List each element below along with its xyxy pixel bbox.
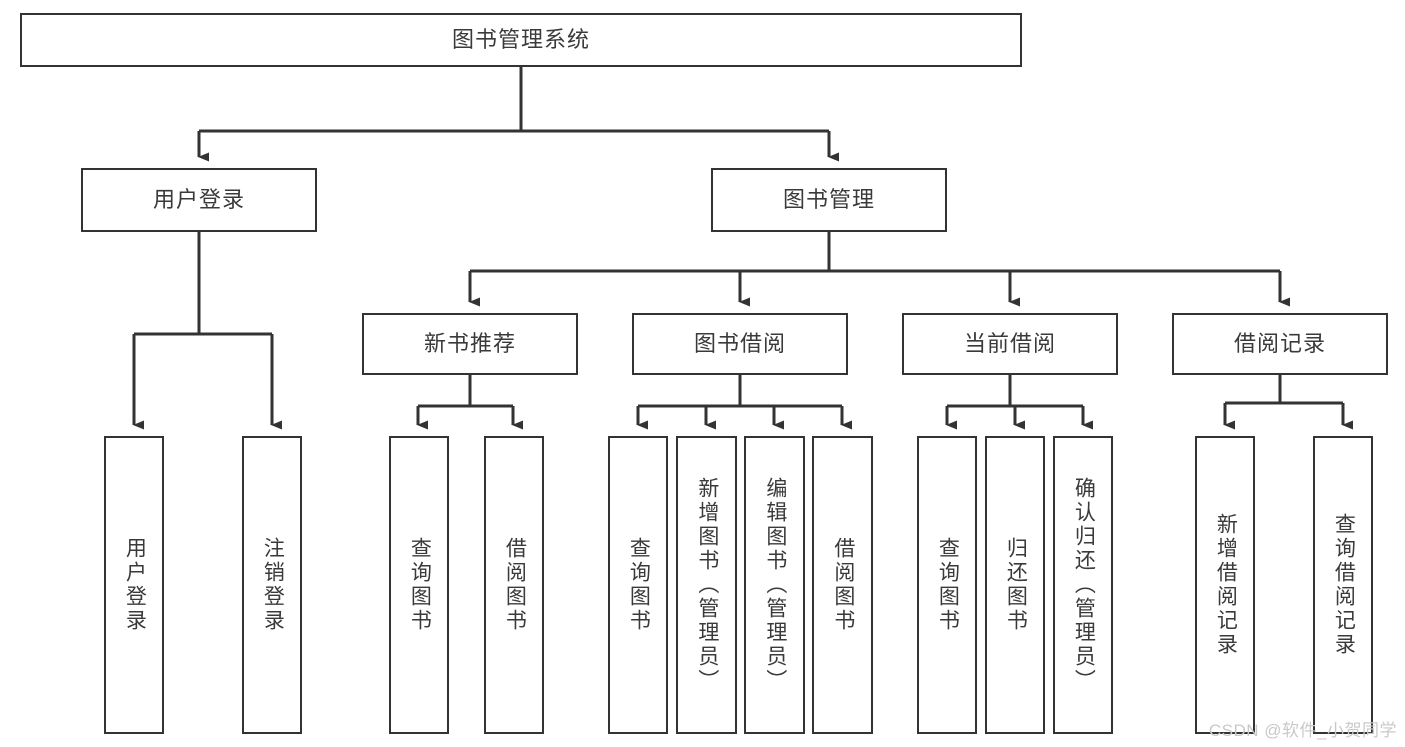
node-leaf-query-book-3-label: 查询图书 <box>936 537 960 633</box>
node-leaf-add-book-label: 新增图书（管理员） <box>695 477 719 693</box>
node-leaf-borrow-book-1-label: 借阅图书 <box>503 537 527 633</box>
node-leaf-user-login-label: 用户登录 <box>123 537 147 633</box>
node-new-book-recommend-label: 新书推荐 <box>423 331 516 357</box>
node-leaf-user-logout[interactable]: 注销登录 <box>242 436 302 734</box>
node-leaf-query-record-label: 查询借阅记录 <box>1332 513 1356 657</box>
node-user-login-label: 用户登录 <box>152 187 245 213</box>
node-leaf-query-record[interactable]: 查询借阅记录 <box>1313 436 1373 734</box>
node-leaf-add-record[interactable]: 新增借阅记录 <box>1195 436 1255 734</box>
node-leaf-query-book-2[interactable]: 查询图书 <box>608 436 668 734</box>
node-leaf-borrow-book-1[interactable]: 借阅图书 <box>484 436 544 734</box>
node-current-borrow[interactable]: 当前借阅 <box>902 313 1118 375</box>
node-borrow-record[interactable]: 借阅记录 <box>1172 313 1388 375</box>
node-leaf-add-record-label: 新增借阅记录 <box>1214 513 1238 657</box>
node-current-borrow-label: 当前借阅 <box>963 331 1056 357</box>
node-leaf-borrow-book-2[interactable]: 借阅图书 <box>812 436 873 734</box>
node-leaf-borrow-book-2-label: 借阅图书 <box>831 537 855 633</box>
node-leaf-edit-book-label: 编辑图书（管理员） <box>763 477 787 693</box>
node-leaf-confirm-return[interactable]: 确认归还（管理员） <box>1053 436 1113 734</box>
node-book-borrow[interactable]: 图书借阅 <box>632 313 848 375</box>
node-book-borrow-label: 图书借阅 <box>693 331 786 357</box>
node-root-label: 图书管理系统 <box>451 27 590 53</box>
node-leaf-query-book-2-label: 查询图书 <box>627 537 651 633</box>
node-leaf-confirm-return-label: 确认归还（管理员） <box>1072 477 1096 693</box>
node-book-manage-label: 图书管理 <box>782 187 875 213</box>
node-root[interactable]: 图书管理系统 <box>20 13 1022 67</box>
watermark-text: CSDN @软件_小贺同学 <box>1208 721 1397 740</box>
node-new-book-recommend[interactable]: 新书推荐 <box>362 313 578 375</box>
node-leaf-add-book[interactable]: 新增图书（管理员） <box>676 436 737 734</box>
node-leaf-query-book-1-label: 查询图书 <box>408 537 432 633</box>
node-leaf-query-book-3[interactable]: 查询图书 <box>917 436 977 734</box>
node-leaf-return-book-label: 归还图书 <box>1004 537 1028 633</box>
node-leaf-return-book[interactable]: 归还图书 <box>985 436 1045 734</box>
node-leaf-user-logout-label: 注销登录 <box>261 537 285 633</box>
node-user-login[interactable]: 用户登录 <box>81 168 317 232</box>
node-leaf-edit-book[interactable]: 编辑图书（管理员） <box>744 436 805 734</box>
node-leaf-query-book-1[interactable]: 查询图书 <box>389 436 449 734</box>
node-leaf-user-login[interactable]: 用户登录 <box>104 436 164 734</box>
node-borrow-record-label: 借阅记录 <box>1233 331 1326 357</box>
node-book-manage[interactable]: 图书管理 <box>711 168 947 232</box>
